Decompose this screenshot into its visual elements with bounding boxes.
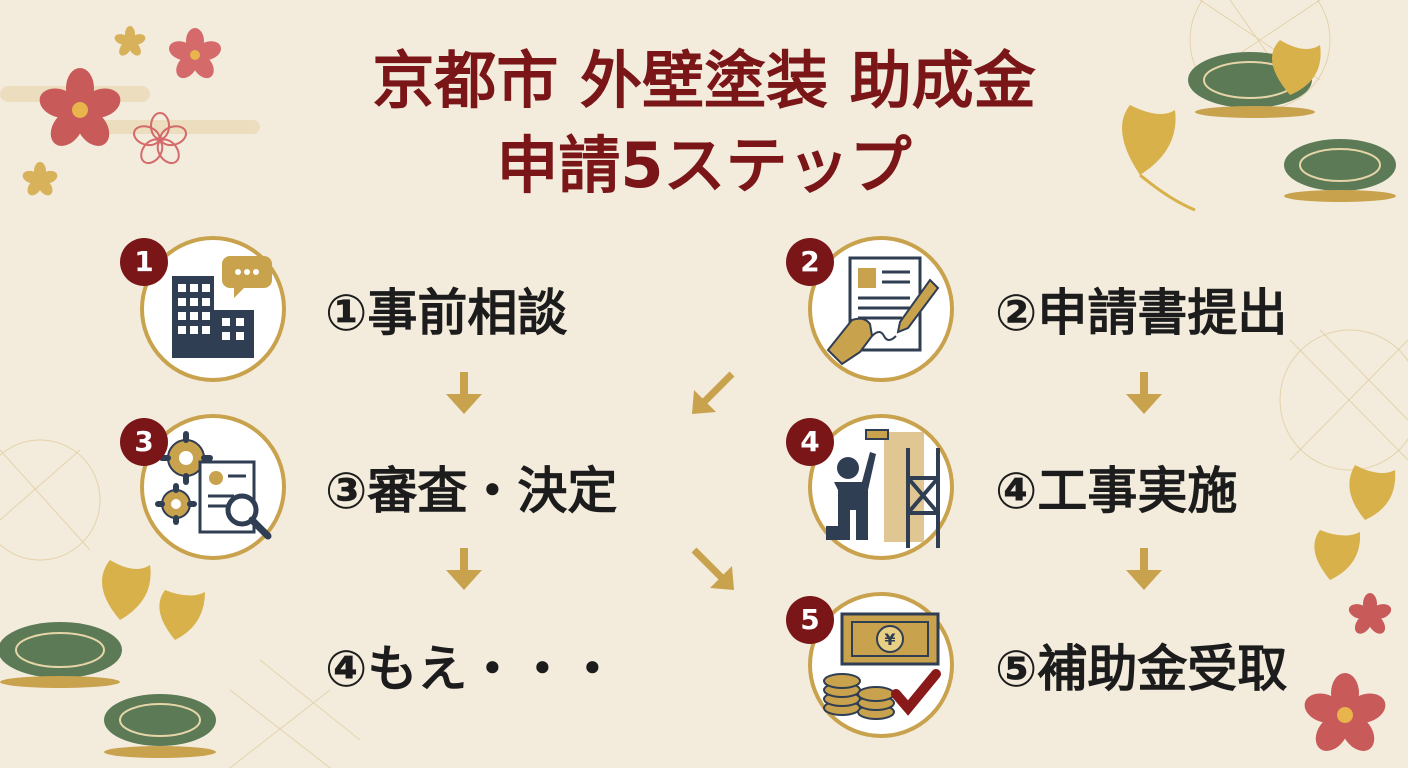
step-5-badge: 5: [786, 596, 834, 644]
step-3-badge: 3: [120, 418, 168, 466]
step-4-icon-circle: [808, 414, 954, 560]
step-4-partial-label: ④もえ・・・: [325, 640, 618, 698]
arrow-down-icon: [1126, 548, 1162, 590]
pine-tree-icon: [0, 622, 216, 758]
sakura-flower-icon: [1348, 593, 1392, 634]
step-2-icon-circle: [808, 236, 954, 382]
arrow-down-icon: [1126, 372, 1162, 414]
svg-text:¥: ¥: [884, 630, 895, 649]
sakura-flower-icon: [133, 112, 187, 165]
arrow-down-left-icon: [692, 371, 735, 414]
arrow-down-icon: [446, 372, 482, 414]
step-2-label: ②申請書提出: [995, 284, 1288, 342]
step-3-label: ③審査・決定: [325, 462, 618, 520]
step-1-label: ①事前相談: [325, 284, 568, 342]
step-4-badge: 4: [786, 418, 834, 466]
step-4-label: ④工事実施: [995, 462, 1238, 520]
step-1-icon-circle: [140, 236, 286, 382]
ginkgo-leaf-icon: [102, 40, 1396, 640]
gears-document-review-icon: [155, 431, 272, 540]
office-building-chat-icon: [172, 256, 272, 358]
page-title: 京都市 外壁塗装 助成金: [372, 44, 1036, 117]
application-form-signing-icon: [826, 256, 940, 366]
arrow-down-icon: [446, 548, 482, 590]
sakura-flower-icon: [114, 26, 146, 56]
step-2-badge: 2: [786, 238, 834, 286]
page-subtitle: 申請5ステップ: [496, 129, 912, 202]
sakura-flower-icon: [39, 68, 121, 146]
arrow-down-right-icon: [691, 547, 734, 590]
painter-scaffolding-icon: [826, 429, 940, 548]
money-coins-check-icon: ¥: [823, 612, 941, 720]
step-1-badge: 1: [120, 238, 168, 286]
sakura-flower-icon: [22, 162, 58, 196]
sakura-flower-icon: [169, 28, 221, 79]
sakura-flower-icon: [1304, 673, 1386, 751]
step-5-label: ⑤補助金受取: [995, 640, 1288, 698]
